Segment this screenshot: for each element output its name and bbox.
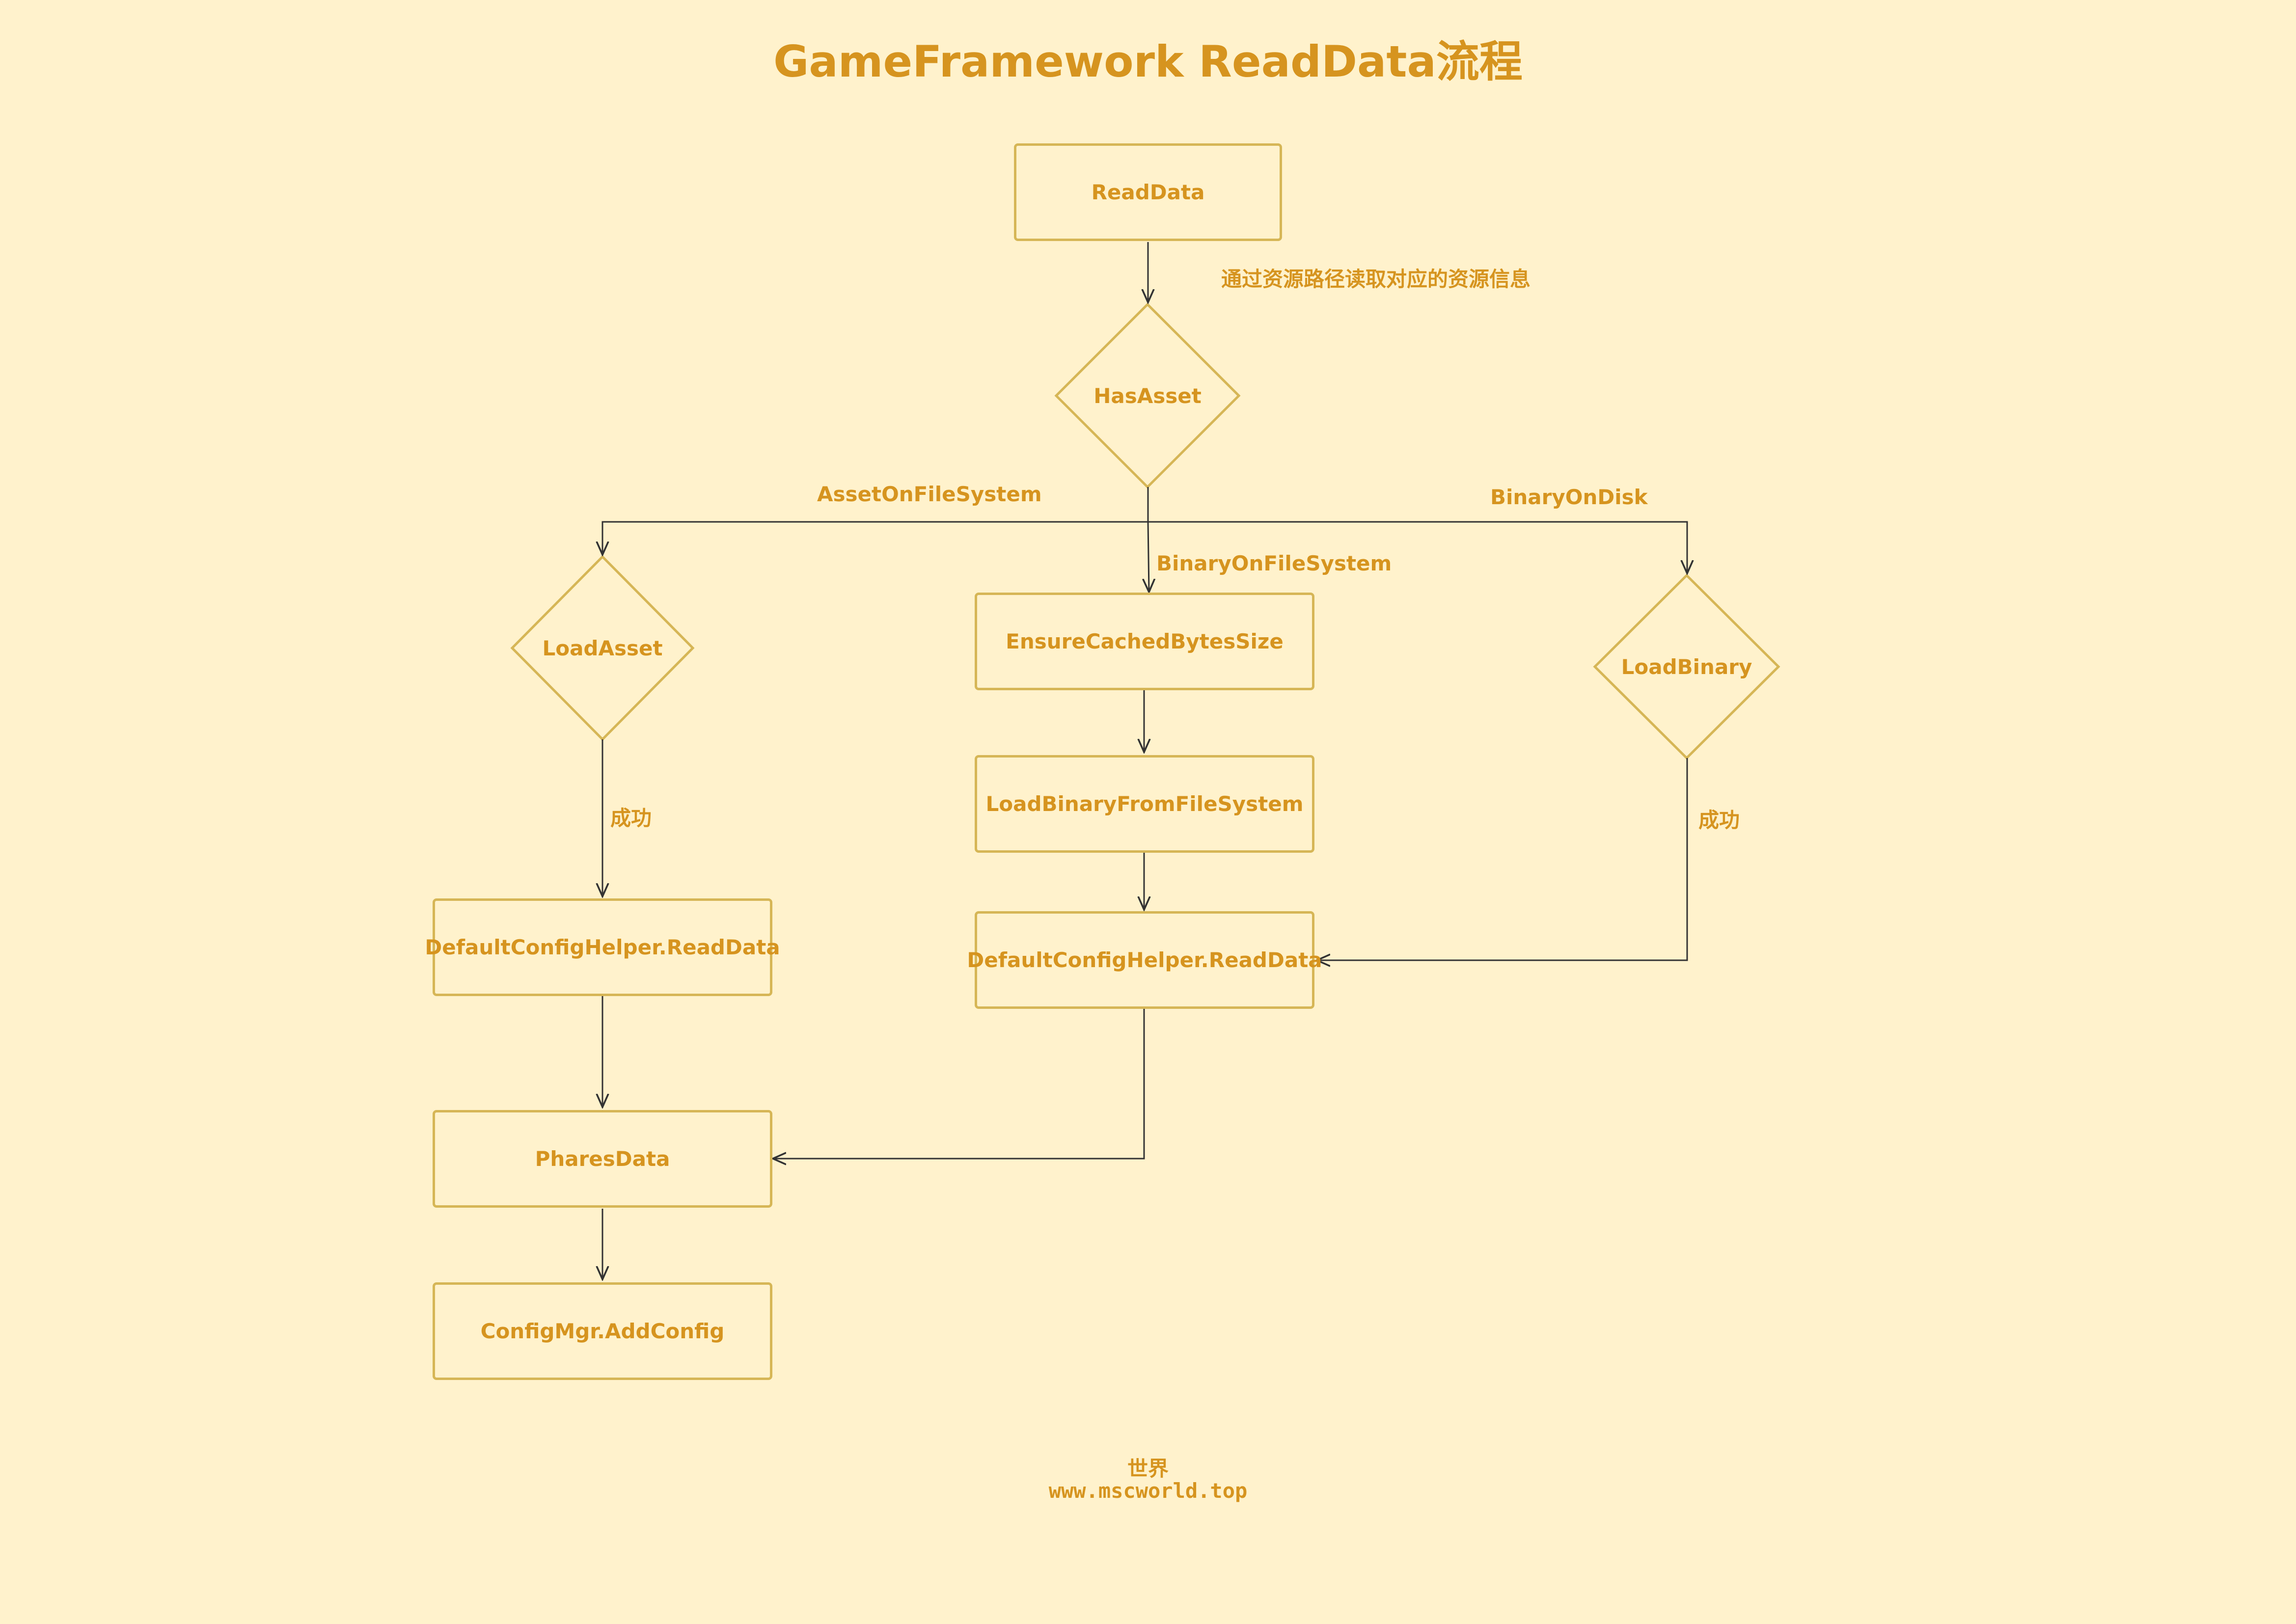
load-binary-from-fs-node: LoadBinaryFromFileSystem [975,755,1314,853]
footer-url: www.mscworld.top [1048,1479,1248,1503]
config-mgr-add-config-node: ConfigMgr.AddConfig [433,1282,772,1380]
page-title: GameFramework ReadData流程 [773,36,1523,87]
edge-hasasset-loadbinary [1148,521,1687,573]
edge-helpercenter-phares [773,1008,1145,1159]
edge-label-binary-on-disk: BinaryOnDisk [1490,485,1648,509]
edge-label-binary-on-fs: BinaryOnFileSystem [1156,551,1392,575]
edge-label-success-right: 成功 [1698,808,1740,832]
default-config-helper-left-node: DefaultConfigHelper.ReadData [425,898,780,996]
read-data-node: ReadData [1014,143,1282,241]
edge-label-asset-on-fs: AssetOnFileSystem [817,482,1042,506]
edge-hasasset-loadasset [602,487,1149,555]
footer-world: 世界 [1127,1457,1169,1481]
default-config-helper-center-node: DefaultConfigHelper.ReadData [967,911,1322,1009]
phares-data-node: PharesData [433,1110,772,1208]
edge-label-success-left: 成功 [610,806,652,830]
edge-hasasset-ensure [1148,521,1149,592]
edge-label-read-path: 通过资源路径读取对应的资源信息 [1221,267,1531,291]
ensure-cached-bytes-node: EnsureCachedBytesSize [975,593,1314,690]
edge-loadbinary-helper [1317,758,1688,960]
load-binary-label: LoadBinary [1621,654,1752,679]
load-asset-label: LoadAsset [542,636,663,660]
has-asset-label: HasAsset [1093,383,1202,408]
